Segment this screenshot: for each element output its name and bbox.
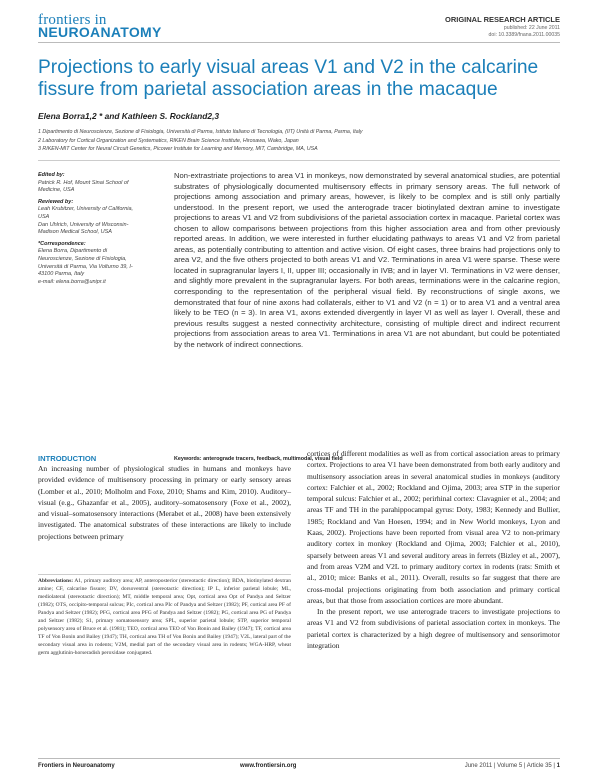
affiliation-3: 3 RIKEN-MIT Center for Neural Circuit Ge… [38, 146, 318, 153]
section-heading-introduction: INTRODUCTION [38, 454, 97, 463]
affiliation-divider [38, 160, 560, 161]
abbreviations-footnote: Abbreviations: A1, primary auditory area… [38, 574, 291, 658]
abbreviations-text: A1, primary auditory area; AP, anteropos… [38, 578, 291, 656]
footer-url[interactable]: www.frontiersin.org [240, 763, 297, 769]
abstract: Non-extrastriate projections to area V1 … [174, 171, 560, 349]
affiliation-1: 1 Dipartimento di Neuroscienze, Sezione … [38, 129, 363, 135]
correspondence: Elena Borra, Dipartimento di Neuroscienz… [38, 248, 133, 285]
article-title: Projections to early visual areas V1 and… [38, 57, 539, 100]
keywords-list: anterograde tracers, feedback, multimoda… [203, 456, 343, 462]
published-date: published: 22 June 2011 [503, 25, 560, 31]
intro-right-column: cortices of different modalities as well… [307, 448, 560, 651]
footer-issue-text: June 2011 | Volume 5 | Article 35 | [464, 763, 555, 769]
publication-info: published: 22 June 2011 doi: 10.3389/fna… [489, 25, 560, 38]
footer-journal: Frontiers in Neuroanatomy [38, 763, 115, 769]
journal-logo-line1: frontiers in [38, 12, 107, 28]
keywords: Keywords: anterograde tracers, feedback,… [174, 456, 343, 462]
intro-paragraph-left: An increasing number of physiological st… [38, 464, 291, 541]
reviewed-by: Leah Krubitzer, University of California… [38, 206, 134, 236]
reviewed-by-label: Reviewed by: [38, 198, 74, 205]
authors: Elena Borra1,2 * and Kathleen S. Rocklan… [38, 111, 220, 121]
keywords-label: Keywords: [174, 456, 202, 462]
footer-issue: June 2011 | Volume 5 | Article 35 | 1 [465, 763, 560, 769]
doi: doi: 10.3389/fnana.2011.00035 [488, 31, 560, 38]
affiliation-2: 2 Laboratory for Cortical Organization a… [38, 137, 299, 144]
intro-paragraph-right-2: In the present report, we use anterograd… [307, 607, 560, 651]
edited-by: Patrick R. Hof, Mount Sinai School of Me… [38, 179, 129, 194]
article-type: ORIGINAL RESEARCH ARTICLE [444, 15, 560, 24]
correspondence-label: *Correspondence: [38, 240, 86, 247]
footer-divider [38, 758, 560, 759]
affiliations: 1 Dipartimento di Neuroscienze, Sezione … [38, 128, 363, 154]
page-number: 1 [556, 763, 560, 769]
header-divider [38, 42, 560, 43]
editorial-sidebar: Edited by: Patrick R. Hof, Mount Sinai S… [38, 172, 138, 286]
edited-by-label: Edited by: [38, 172, 65, 178]
intro-paragraph-right-1: cortices of different modalities as well… [307, 449, 560, 605]
abbreviations-label: Abbreviations: [38, 578, 74, 584]
journal-logo-line2: NEUROANATOMY [38, 24, 162, 40]
